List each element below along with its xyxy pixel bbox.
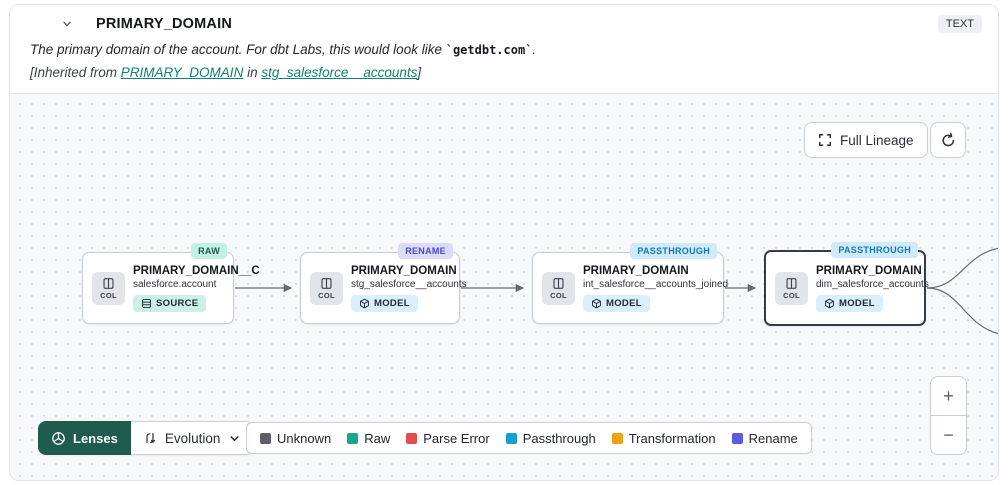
- legend-item: Rename: [731, 430, 798, 446]
- node-column-name: PRIMARY_DOMAIN: [351, 264, 457, 277]
- model-icon: [360, 298, 369, 308]
- legend-swatch: [406, 432, 418, 444]
- column-title-row: PRIMARY_DOMAIN TEXT: [26, 15, 982, 33]
- node-model-name: salesforce.account: [133, 278, 217, 290]
- node-column-name: PRIMARY_DOMAIN: [583, 264, 689, 277]
- resource-type-badge: MODEL: [351, 294, 418, 312]
- resource-type-label: MODEL: [606, 297, 642, 309]
- legend-swatch: [731, 432, 743, 444]
- col-chip-label: COL: [100, 290, 117, 300]
- inherited-note: [Inherited from PRIMARY_DOMAIN in stg_sa…: [30, 65, 982, 80]
- node-info: PRIMARY_DOMAIN stg_salesforce__accounts …: [351, 265, 467, 312]
- legend-swatch: [505, 432, 517, 444]
- resource-type-badge: SOURCE: [133, 294, 207, 312]
- col-chip-label: COL: [318, 290, 335, 300]
- legend-item: Transformation: [611, 430, 716, 446]
- zoom-in-button[interactable]: +: [931, 377, 966, 415]
- node-model-name: stg_salesforce__accounts: [351, 278, 467, 290]
- column-chip: COL: [310, 271, 343, 305]
- resource-type-badge: MODEL: [816, 294, 883, 312]
- expand-icon: [818, 133, 832, 147]
- evolution-tag: RENAME: [398, 243, 453, 259]
- chevron-down-icon: [230, 435, 239, 441]
- evolution-tag: PASSTHROUGH: [630, 243, 717, 259]
- column-chip: COL: [775, 271, 808, 305]
- lineage-node-stg-salesforce-accounts[interactable]: RENAME COL PRIMARY_DOMAIN stg_salesforce…: [300, 243, 467, 324]
- legend-label: Rename: [748, 430, 798, 446]
- evolution-legend: Unknown Raw Parse Error Passthrough Transfor…: [246, 422, 812, 454]
- column-header: PRIMARY_DOMAIN TEXT The primary domain o…: [10, 5, 998, 92]
- legend-item: Raw: [347, 431, 390, 446]
- node-model-name: dim_salesforce_accounts: [816, 278, 929, 290]
- lens-icon: [52, 431, 65, 445]
- collapse-chevron-icon[interactable]: [58, 15, 76, 33]
- model-icon: [825, 298, 834, 308]
- legend-item: Parse Error: [406, 430, 490, 446]
- col-chip-label: COL: [783, 290, 800, 300]
- selected-lens-label: Evolution: [164, 430, 221, 446]
- lineage-node-int-salesforce-accounts-joined[interactable]: PASSTHROUGH COL PRIMARY_DOMAIN int_sales…: [532, 243, 728, 324]
- legend-swatch: [347, 432, 359, 444]
- resource-type-label: MODEL: [839, 297, 875, 309]
- resource-type-badge: MODEL: [583, 294, 650, 312]
- node-column-name: PRIMARY_DOMAIN: [816, 264, 922, 277]
- legend-label: Passthrough: [522, 430, 596, 446]
- resource-type-label: MODEL: [374, 297, 410, 309]
- node-info: PRIMARY_DOMAIN dim_salesforce_accounts M…: [816, 265, 929, 312]
- column-icon: [321, 277, 332, 289]
- description-code: `getdbt.com`: [445, 43, 533, 57]
- model-icon: [592, 298, 601, 308]
- inherited-suffix: ]: [417, 65, 422, 80]
- node-column-name: PRIMARY_DOMAIN__C: [133, 264, 260, 277]
- full-lineage-label: Full Lineage: [840, 132, 914, 148]
- refresh-button[interactable]: [930, 122, 966, 158]
- lineage-node-salesforce-account[interactable]: RAW COL PRIMARY_DOMAIN__C salesforce.acc…: [82, 243, 260, 324]
- column-chip: COL: [542, 271, 575, 305]
- full-lineage-button[interactable]: Full Lineage: [804, 122, 928, 158]
- evolution-tag: PASSTHROUGH: [831, 242, 918, 258]
- inherited-prefix: [Inherited from: [30, 65, 121, 80]
- legend-label: Parse Error: [423, 430, 490, 446]
- description-period: .: [532, 42, 537, 57]
- column-name: PRIMARY_DOMAIN: [96, 16, 232, 32]
- legend-swatch: [611, 432, 623, 444]
- legend-item: Unknown: [260, 431, 331, 446]
- col-chip-label: COL: [550, 290, 567, 300]
- column-lineage-panel: PRIMARY_DOMAIN TEXT The primary domain o…: [9, 4, 999, 481]
- source-icon: [142, 298, 151, 308]
- column-chip: COL: [92, 271, 125, 305]
- lenses-button[interactable]: Lenses: [38, 421, 131, 455]
- zoom-out-button[interactable]: −: [931, 416, 966, 454]
- description-text: The primary domain of the account. For d…: [30, 42, 446, 57]
- column-type-badge: TEXT: [937, 15, 982, 33]
- evolution-tag: RAW: [191, 243, 227, 259]
- legend-swatch: [260, 432, 271, 444]
- lenses-label: Lenses: [73, 430, 118, 446]
- node-info: PRIMARY_DOMAIN__C salesforce.account SOU…: [133, 265, 260, 312]
- column-icon: [103, 277, 114, 289]
- node-model-name: int_salesforce__accounts_joined: [583, 278, 729, 290]
- legend-label: Unknown: [277, 430, 332, 446]
- refresh-icon: [940, 132, 957, 149]
- lenses-control: Lenses Evolution: [38, 421, 255, 455]
- lineage-node-dim-salesforce-accounts[interactable]: PASSTHROUGH COL PRIMARY_DOMAIN dim_sales…: [764, 242, 929, 326]
- inherited-middle: in: [243, 65, 262, 80]
- inherited-column-link[interactable]: PRIMARY_DOMAIN: [120, 65, 244, 80]
- column-description: The primary domain of the account. For d…: [30, 42, 982, 57]
- zoom-divider: [931, 415, 966, 416]
- node-info: PRIMARY_DOMAIN int_salesforce__accounts_…: [583, 264, 728, 312]
- column-icon: [553, 277, 564, 289]
- legend-item: Passthrough: [505, 430, 596, 446]
- zoom-controls: + −: [930, 376, 967, 455]
- legend-label: Raw: [364, 430, 391, 446]
- inherited-model-link[interactable]: stg_salesforce__accounts: [261, 65, 418, 80]
- resource-type-label: SOURCE: [156, 297, 199, 309]
- legend-label: Transformation: [628, 430, 716, 446]
- lens-dropdown[interactable]: Evolution: [130, 421, 255, 455]
- lineage-canvas[interactable]: Full Lineage RAW COL PRIMARY_DOMAIN__C s…: [10, 93, 998, 480]
- column-icon: [786, 277, 797, 289]
- evolution-icon: [146, 433, 155, 443]
